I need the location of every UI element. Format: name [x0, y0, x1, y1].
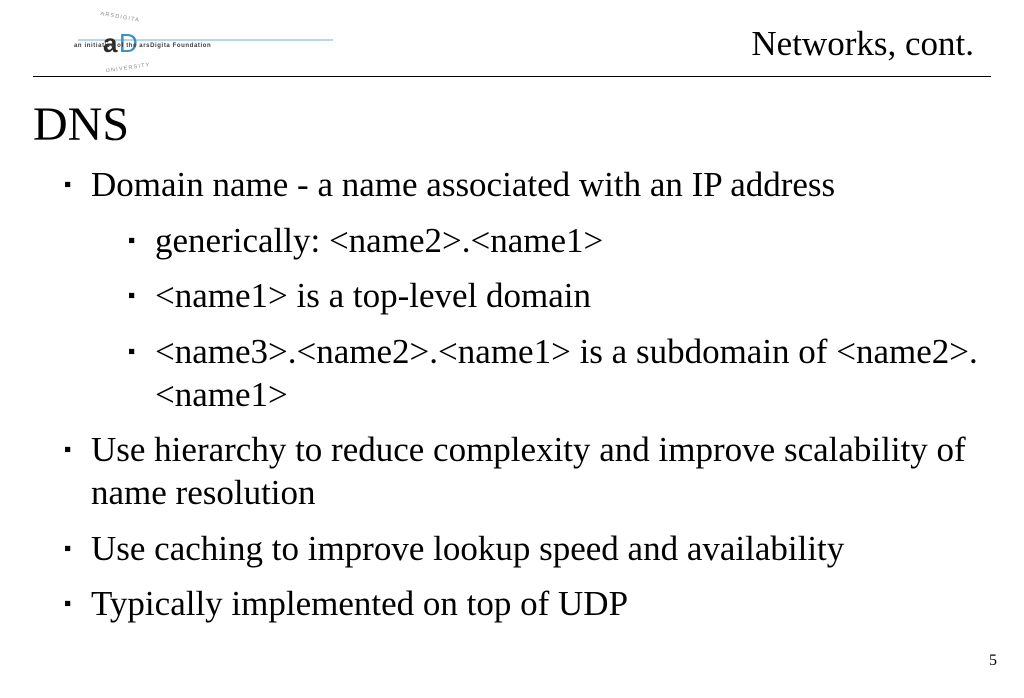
logo-arc-bottom: UNIVERSITY [106, 62, 151, 72]
bullet-text: Use caching to improve lookup speed and … [91, 529, 845, 568]
logo-mark-d: D [119, 28, 138, 58]
bullet-marker: ▪ [64, 437, 72, 461]
slide-title: Networks, cont. [751, 24, 974, 63]
bullet-item-level2: ▪ <name3>.<name2>.<name1> is a subdomain… [128, 330, 985, 416]
slide-heading: DNS [33, 98, 130, 151]
logo-arc-top: ARSDIGITA [100, 12, 140, 24]
ad-university-logo: ARSDIGITA UNIVERSITY a D [78, 12, 338, 72]
bullet-text: Typically implemented on top of UDP [91, 584, 629, 623]
title-divider [33, 76, 991, 77]
bullet-marker: ▪ [64, 536, 72, 560]
bullet-text: Use hierarchy to reduce complexity and i… [91, 430, 966, 512]
logo-tagline: an initiative of the arsDigita Foundatio… [74, 43, 212, 49]
bullet-item-level1: ▪ Use caching to improve lookup speed an… [64, 527, 1001, 570]
bullet-text: <name3>.<name2>.<name1> is a subdomain o… [155, 332, 978, 414]
logo-mark-a: a [103, 28, 118, 58]
bullet-item-level1: ▪ Typically implemented on top of UDP [64, 582, 1001, 625]
bullet-marker: ▪ [64, 591, 72, 615]
bullet-text: generically: <name2>.<name1> [155, 221, 604, 260]
bullet-text: <name1> is a top-level domain [155, 276, 592, 315]
bullet-marker: ▪ [128, 339, 136, 363]
bullet-marker: ▪ [128, 228, 136, 252]
bullet-item-level1: ▪ Use hierarchy to reduce complexity and… [64, 428, 1001, 514]
logo-graphic: ARSDIGITA UNIVERSITY a D [78, 12, 333, 72]
bullet-marker: ▪ [64, 172, 72, 196]
bullet-item-level2: ▪ <name1> is a top-level domain [128, 274, 985, 317]
bullet-text: Domain name - a name associated with an … [91, 165, 836, 204]
page-number: 5 [989, 652, 997, 669]
bullet-item-level2: ▪ generically: <name2>.<name1> [128, 219, 985, 262]
bullet-item-level1: ▪ Domain name - a name associated with a… [64, 163, 1001, 206]
bullet-marker: ▪ [128, 283, 136, 307]
